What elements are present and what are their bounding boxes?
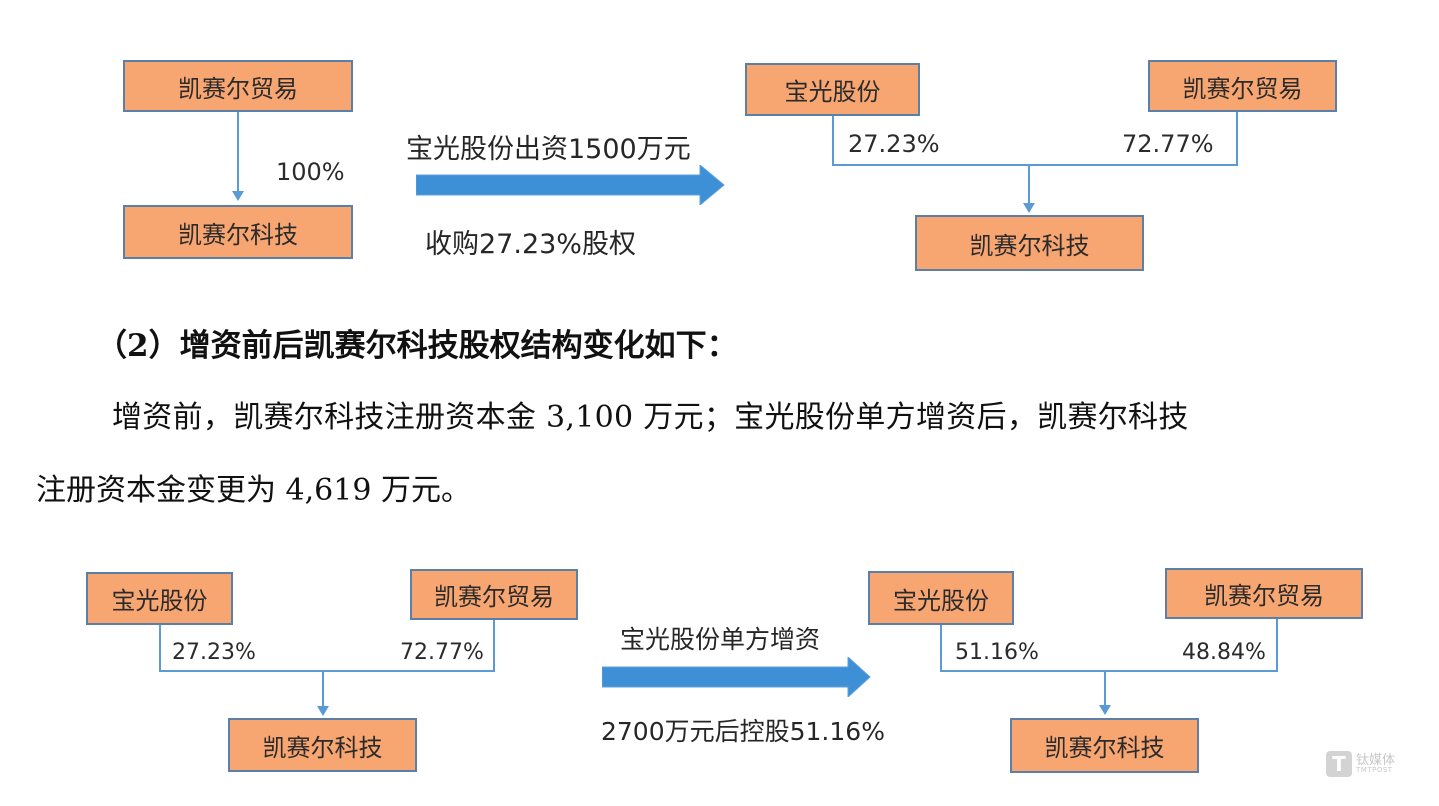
- section-heading: （2）增资前后凯赛尔科技股权结构变化如下：: [96, 328, 738, 364]
- node-kaisaier-tech: 凯赛尔科技: [915, 215, 1144, 271]
- connector-line: [493, 620, 495, 671]
- transition-bottom-label: 2700万元后控股51.16%: [601, 717, 885, 746]
- tmtpost-logo-icon: T: [1326, 751, 1352, 777]
- node-kaisaier-tech: 凯赛尔科技: [123, 205, 353, 259]
- arrow-down-icon: [1099, 705, 1111, 715]
- connector-line: [159, 625, 161, 671]
- node-label: 凯赛尔科技: [1044, 734, 1165, 762]
- paragraph-line-2: 注册资本金变更为 4,619 万元。: [36, 473, 471, 508]
- ownership-pct-right: 72.77%: [400, 640, 484, 665]
- ownership-pct: 100%: [276, 158, 345, 186]
- node-kaisaier-trade: 凯赛尔贸易: [1148, 60, 1337, 112]
- ownership-pct-right: 48.84%: [1182, 640, 1266, 665]
- node-kaisaier-trade: 凯赛尔贸易: [123, 60, 353, 112]
- tmtpost-watermark: T 钛媒体 TMTPOST: [1326, 751, 1395, 777]
- node-label: 凯赛尔贸易: [1204, 582, 1324, 610]
- node-label: 宝光股份: [784, 78, 881, 106]
- node-baoguang: 宝光股份: [86, 572, 233, 625]
- connector-line: [940, 670, 1278, 672]
- connector-line: [1028, 165, 1030, 204]
- right-arrow-icon: [416, 165, 725, 205]
- node-kaisaier-tech: 凯赛尔科技: [228, 718, 417, 772]
- node-label: 凯赛尔贸易: [434, 583, 554, 611]
- node-label: 凯赛尔贸易: [1182, 74, 1303, 103]
- watermark-name-en: TMTPOST: [1356, 766, 1393, 774]
- connector-line: [237, 112, 239, 192]
- transition-top-label: 宝光股份单方增资: [620, 625, 821, 654]
- ownership-pct-left: 27.23%: [172, 640, 256, 665]
- ownership-pct-right: 72.77%: [1122, 130, 1214, 158]
- connector-line: [159, 670, 495, 672]
- ownership-pct-left: 51.16%: [955, 640, 1039, 665]
- node-label: 凯赛尔科技: [969, 231, 1090, 260]
- arrow-down-icon: [1023, 203, 1035, 213]
- arrow-down-icon: [317, 706, 329, 716]
- connector-line: [832, 116, 834, 165]
- node-baoguang: 宝光股份: [868, 571, 1014, 625]
- connector-line: [1276, 619, 1278, 671]
- node-label: 宝光股份: [111, 587, 208, 615]
- transition-top-label: 宝光股份出资1500万元: [406, 134, 691, 165]
- transition-bottom-label: 收购27.23%股权: [425, 229, 636, 260]
- arrow-down-icon: [232, 191, 244, 201]
- node-kaisaier-tech: 凯赛尔科技: [1010, 718, 1199, 773]
- node-label: 凯赛尔科技: [262, 733, 383, 762]
- node-label: 凯赛尔贸易: [178, 74, 298, 103]
- connector-line: [322, 671, 324, 707]
- connector-line: [1236, 112, 1238, 165]
- node-kaisaier-trade: 凯赛尔贸易: [1165, 568, 1363, 619]
- ownership-pct-left: 27.23%: [848, 130, 940, 158]
- connector-line: [1104, 671, 1106, 706]
- node-label: 宝光股份: [893, 586, 989, 615]
- node-kaisaier-trade: 凯赛尔贸易: [410, 569, 578, 620]
- connector-line: [940, 625, 942, 671]
- watermark-name-cn: 钛媒体: [1356, 753, 1396, 768]
- connector-line: [832, 164, 1238, 166]
- right-arrow-icon: [602, 657, 871, 697]
- node-baoguang: 宝光股份: [745, 63, 920, 116]
- node-label: 凯赛尔科技: [178, 220, 298, 249]
- paragraph-line-1: 增资前，凯赛尔科技注册资本金 3,100 万元；宝光股份单方增资后，凯赛尔科技: [112, 400, 1189, 435]
